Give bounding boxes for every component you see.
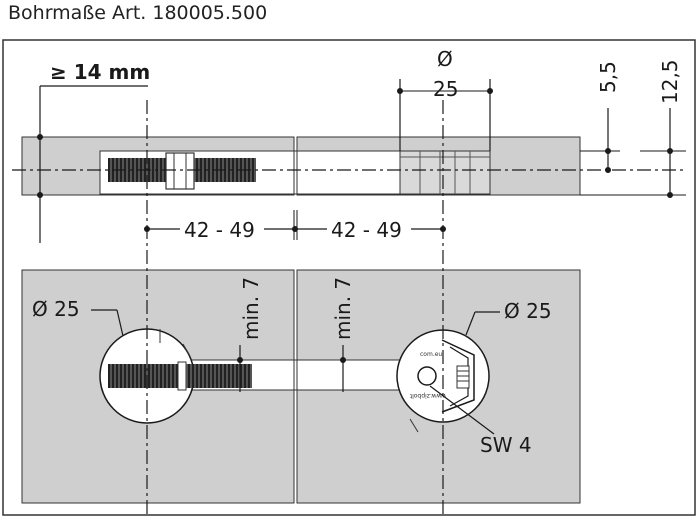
wrench-size-label: SW 4 [480,433,532,457]
bolt-nut [165,152,195,190]
plan-bolt-thread-left [108,364,178,388]
min7-left-label: min. 7 [239,277,263,340]
spacing-right-label: 42 - 49 [331,218,402,242]
dim-12-5-label: 12,5 [658,59,682,104]
housing-text-bottom: www.zipbolt [409,392,446,399]
dim-5-5-label: 5,5 [596,61,620,93]
diagram-title: Bohrmaße Art. 180005.500 [8,2,268,24]
diagram-frame [2,39,696,516]
cam-housing-section [399,150,491,195]
top-diameter-symbol: Ø [437,47,453,71]
left-diameter-label: Ø 25 [32,297,80,321]
spacing-left-label: 42 - 49 [184,218,255,242]
top-diameter-value: 25 [433,77,458,101]
housing-text-top: com.eu [420,351,442,358]
plan-bolt-thread-right [186,364,252,388]
plan-view: com.eu www.zipbolt Ø 25 Ø 25 SW 4 min. 7… [21,269,581,504]
min-depth-label: ≥ 14 mm [50,60,150,84]
min7-right-label: min. 7 [331,277,355,340]
section-view: ≥ 14 mm Ø 25 5,5 12,5 [12,47,686,243]
hex-socket-icon [417,366,437,386]
right-diameter-label: Ø 25 [504,299,552,323]
cam-latch [456,365,470,389]
spacing-dimension: 42 - 49 42 - 49 [144,210,446,242]
